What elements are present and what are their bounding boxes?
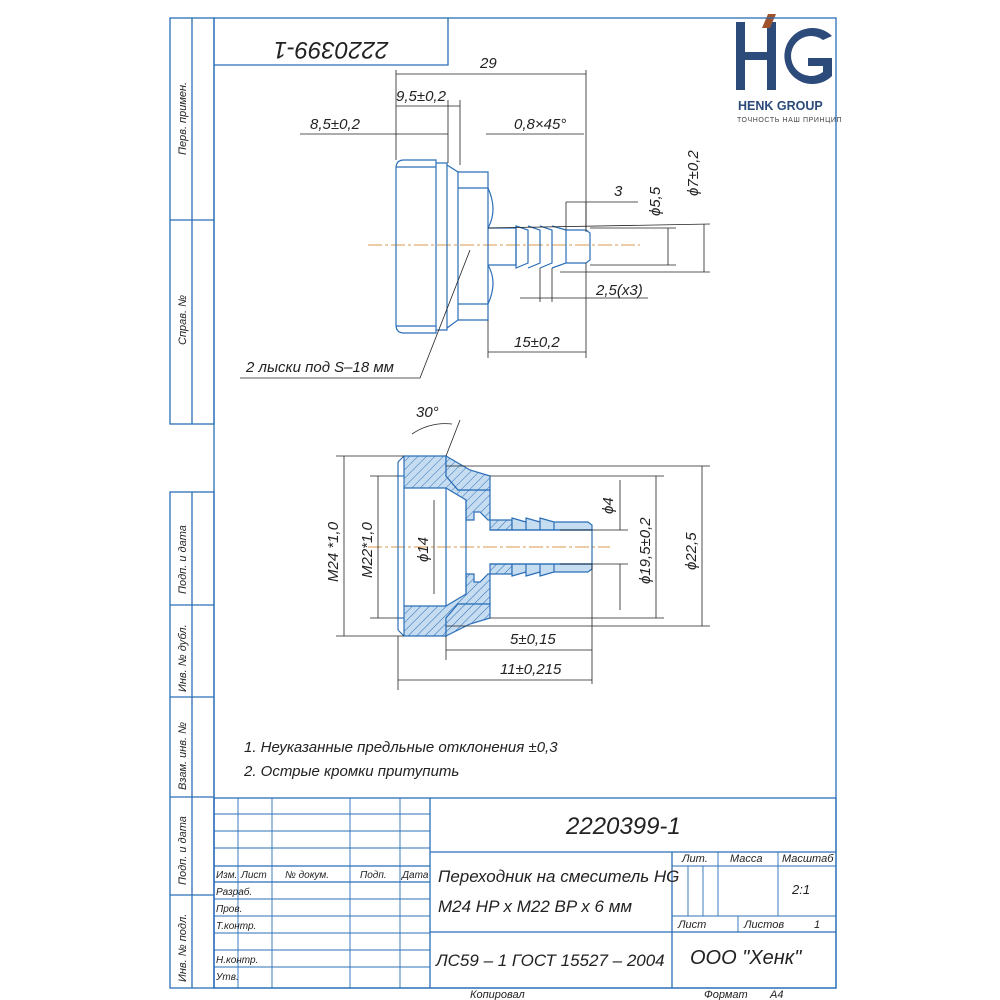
title-line-2: M24 HP x M22 BP x 6 мм xyxy=(438,897,632,916)
row-prov: Пров. xyxy=(216,904,242,915)
dim-d19-5: ϕ19,5±0,2 xyxy=(637,517,654,584)
sheets-label: Листов xyxy=(743,919,784,931)
header-lit: Лит. xyxy=(681,853,708,865)
dim-m24: M24 *1,0 xyxy=(325,521,342,582)
header-scale: Масштаб xyxy=(782,853,834,865)
dim-3: 3 xyxy=(614,183,623,200)
format-label: Формат xyxy=(704,989,748,1000)
title-line-1: Переходник на смеситель HG xyxy=(438,867,679,886)
col-izm: Изм. xyxy=(216,870,237,881)
dim-d7: ϕ7±0,2 xyxy=(685,150,702,196)
row-nkontr: Н.контр. xyxy=(216,955,258,966)
dim-15: 15±0,2 xyxy=(514,334,560,351)
side-margin-labels: Перв. примен. Справ. № Подп. и дата Инв.… xyxy=(177,82,189,982)
sheet-frame xyxy=(169,17,837,989)
leader-note-flats: 2 лыски под S–18 мм xyxy=(245,359,394,376)
side-label-sprav: Справ. № xyxy=(177,295,189,345)
technical-notes: 1. Неуказанные предльные отклонения ±0,3… xyxy=(243,739,558,780)
col-list: Лист xyxy=(240,870,267,881)
format-value: A4 xyxy=(769,989,783,1000)
section-view xyxy=(336,419,710,690)
dim-d14: ϕ14 xyxy=(415,537,432,562)
sheets-value: 1 xyxy=(814,919,820,931)
col-date: Дата xyxy=(401,870,429,881)
dim-30deg: 30° xyxy=(416,404,439,421)
row-razrab: Разраб. xyxy=(216,886,252,898)
dim-m22: M22*1,0 xyxy=(359,521,376,578)
dim-5: 5±0,15 xyxy=(510,631,556,648)
title-organization: ООО "Хенк" xyxy=(690,947,802,969)
henk-group-logo: HENK GROUP ТОЧНОСТЬ НАШ ПРИНЦИП xyxy=(736,14,842,124)
title-block-text: 2220399-1 Переходник на смеситель HG M24… xyxy=(215,813,834,1000)
side-label-podp-data-2: Подп. и дата xyxy=(177,816,189,885)
row-utv: Утв. xyxy=(215,972,239,983)
col-doc-number: № докум. xyxy=(285,870,329,881)
side-label-perv-primen: Перв. примен. xyxy=(177,82,189,155)
side-label-inv-podl: Инв. № подл. xyxy=(177,914,189,982)
sheet-label: Лист xyxy=(677,919,706,931)
title-material: ЛС59 – 1 ГОСТ 15527 – 2004 xyxy=(435,951,665,970)
col-sign: Подп. xyxy=(360,870,387,881)
header-mass: Масса xyxy=(730,853,763,865)
logo-company-name: HENK GROUP xyxy=(738,99,823,113)
scale-value: 2:1 xyxy=(791,882,810,897)
title-block xyxy=(213,797,837,989)
copied-label: Копировал xyxy=(470,989,525,1000)
dim-8-5: 8,5±0,2 xyxy=(310,116,361,133)
dim-chamfer: 0,8×45° xyxy=(514,116,566,133)
section-view-dimensions: 30° M24 *1,0 M22*1,0 ϕ14 ϕ4 ϕ19,5±0,2 ϕ2… xyxy=(325,404,700,678)
dim-d4: ϕ4 xyxy=(600,497,617,514)
logo-tagline: ТОЧНОСТЬ НАШ ПРИНЦИП xyxy=(737,117,842,124)
side-label-podp-data-1: Подп. и дата xyxy=(177,525,189,594)
top-view-dimensions: 29 9,5±0,2 8,5±0,2 0,8×45° 3 ϕ5,5 ϕ7±0,2… xyxy=(245,55,702,376)
side-label-vzam-inv: Взам. инв. № xyxy=(177,722,189,790)
dim-29: 29 xyxy=(479,55,497,72)
side-label-inv-dubl: Инв. № дубл. xyxy=(177,624,189,692)
note-2: 2. Острые кромки притупить xyxy=(243,763,459,780)
title-drawing-number: 2220399-1 xyxy=(565,813,681,840)
dim-d5-5: ϕ5,5 xyxy=(647,186,664,216)
stamp-drawing-number: 2220399-1 xyxy=(274,36,390,63)
dim-9-5: 9,5±0,2 xyxy=(396,88,447,105)
dim-2-5x3: 2,5(x3) xyxy=(595,282,643,299)
row-tkontr: Т.контр. xyxy=(216,921,256,932)
dim-11: 11±0,215 xyxy=(500,661,562,678)
note-1: 1. Неуказанные предльные отклонения ±0,3 xyxy=(244,739,558,756)
dim-d22-5: ϕ22,5 xyxy=(683,532,700,570)
top-view xyxy=(240,70,711,379)
